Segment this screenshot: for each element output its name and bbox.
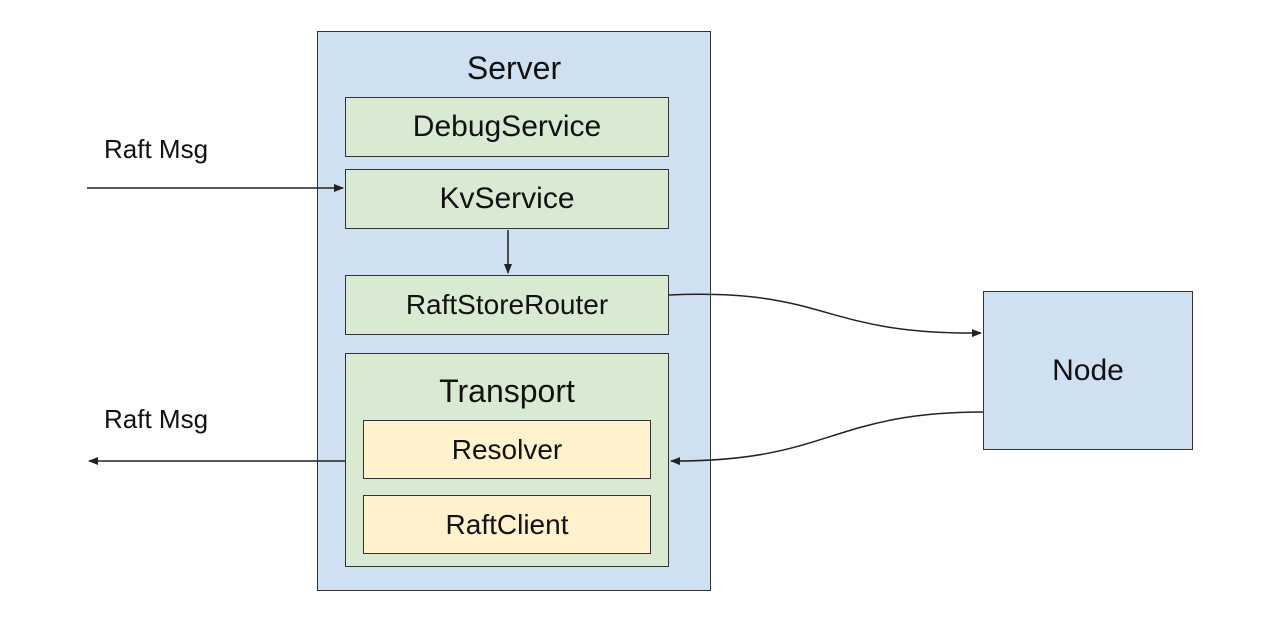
raft-client-label: RaftClient <box>445 508 569 540</box>
debug-service-label: DebugService <box>412 110 602 143</box>
incoming-raft-msg-label: Raft Msg <box>104 134 209 164</box>
outgoing-raft-msg-label: Raft Msg <box>104 404 209 434</box>
node-label: Node <box>1052 353 1124 387</box>
raft-store-router-box: RaftStoreRouter <box>345 275 669 335</box>
transport-title: Transport <box>439 373 575 409</box>
kv-service-label: KvService <box>439 182 575 215</box>
node-to-resolver-arrow <box>670 411 984 466</box>
raft-client-box: RaftClient <box>363 495 651 554</box>
debug-service-box: DebugService <box>345 97 669 157</box>
raft-store-router-label: RaftStoreRouter <box>405 289 609 320</box>
router-to-node-arrow <box>668 293 982 338</box>
resolver-label: Resolver <box>451 433 563 465</box>
resolver-box: Resolver <box>363 420 651 479</box>
kv-service-box: KvService <box>345 169 669 229</box>
node-box: Node <box>983 291 1193 450</box>
server-title: Server <box>466 50 562 86</box>
